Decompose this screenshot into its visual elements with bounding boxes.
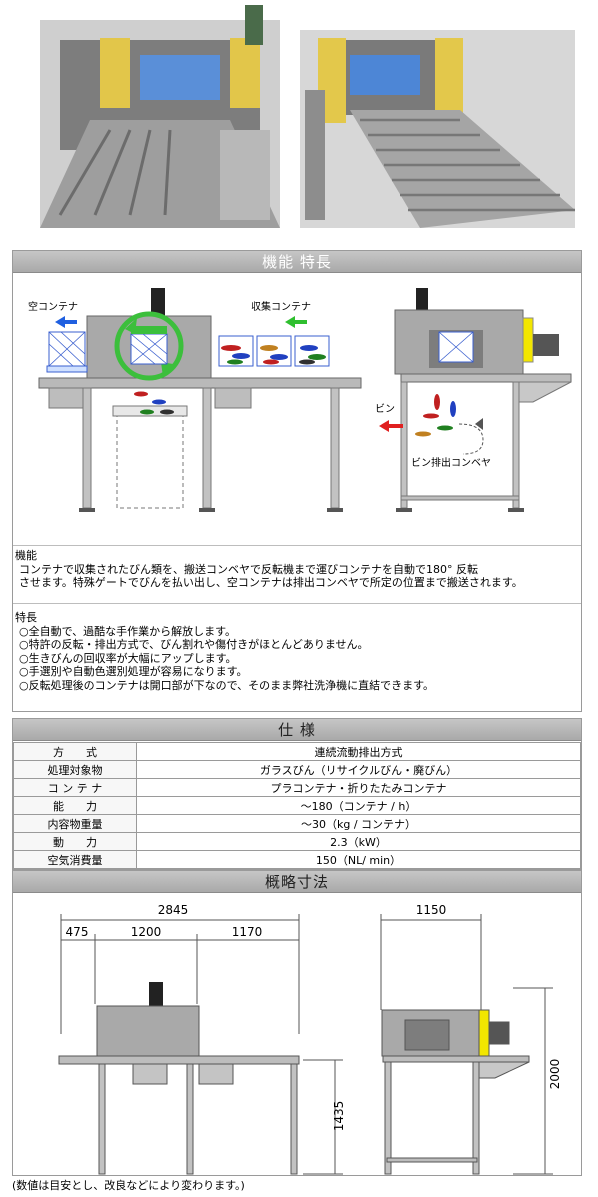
label-empty-container: 空コンテナ bbox=[28, 300, 78, 313]
feature-item: ○手選別や自動色選別処理が容易になります。 bbox=[19, 665, 248, 678]
dim-seg1: 475 bbox=[66, 925, 89, 939]
collected-containers bbox=[218, 335, 330, 367]
specs-title: 仕 様 bbox=[13, 719, 581, 741]
machine-photos bbox=[40, 5, 575, 228]
dim-total-length: 2845 bbox=[158, 903, 189, 917]
machine-front-view: 空コンテナ 収集コンテナ bbox=[28, 288, 362, 512]
features-section: 機能 特長 bbox=[12, 250, 582, 712]
features-heading: 特長 bbox=[15, 611, 37, 624]
table-row: コ ン テ ナプラコンテナ・折りたたみコンテナ bbox=[13, 778, 581, 797]
function-block: 機能 コンテナで収集されたびん類を、搬送コンベヤで反転機まで運びコンテナを自動で… bbox=[15, 549, 581, 590]
function-heading: 機能 bbox=[15, 549, 37, 562]
table-row: 内容物重量〜30（kg / コンテナ） bbox=[13, 814, 581, 833]
features-block: 特長 ○全自動で、過酷な手作業から解放します。 ○特許の反転・排出方式で、びん割… bbox=[15, 611, 581, 692]
machine-side-view: ビン ビン排出コンベヤ bbox=[375, 288, 572, 512]
dim-seg3: 1170 bbox=[232, 925, 263, 939]
dimension-drawing: 2845 475 1200 1170 1435 1150 2000 bbox=[58, 903, 562, 1175]
function-line-1: コンテナで収集されたびん類を、搬送コンベヤで反転機まで運びコンテナを自動で180… bbox=[19, 562, 478, 576]
dim-height-conveyor: 1435 bbox=[332, 1101, 346, 1132]
spec-table: 方 式連続流動排出方式 処理対象物ガラスびん（リサイクルびん・廃びん） コ ン … bbox=[13, 742, 581, 869]
function-line-2: させます。特殊ゲートでびんを払い出し、空コンテナは排出コンベヤで所定の位置まで搬… bbox=[19, 576, 523, 589]
photo-left bbox=[40, 5, 280, 228]
label-bin: ビン bbox=[375, 403, 395, 415]
process-diagram: 空コンテナ 収集コンテナ bbox=[28, 288, 572, 512]
table-row: 能 力〜180（コンテナ / h） bbox=[13, 796, 581, 815]
photo-right bbox=[300, 30, 575, 228]
divider bbox=[13, 545, 581, 546]
table-row: 処理対象物ガラスびん（リサイクルびん・廃びん） bbox=[13, 760, 581, 779]
features-title: 機能 特長 bbox=[13, 251, 581, 273]
label-bin-discharge: ビン排出コンベヤ bbox=[411, 456, 491, 469]
divider bbox=[13, 603, 581, 604]
dimension-side-view bbox=[380, 914, 553, 1175]
feature-item: ○反転処理後のコンテナは開口部が下なので、そのまま弊社洗浄機に直結できます。 bbox=[19, 678, 435, 692]
feature-item: ○生きびんの回収率が大幅にアップします。 bbox=[19, 651, 237, 665]
feature-item: ○特許の反転・排出方式で、びん割れや傷付きがほとんどありません。 bbox=[19, 638, 369, 651]
disclaimer-note: (数値は目安とし、改良などにより変わります。) bbox=[12, 1179, 245, 1192]
arrow-left-red-icon bbox=[379, 420, 403, 432]
arrow-left-green-icon bbox=[285, 316, 307, 328]
dimensions-title: 概略寸法 bbox=[13, 871, 581, 893]
dimension-front-view bbox=[58, 914, 343, 1175]
table-row: 方 式連続流動排出方式 bbox=[13, 742, 581, 761]
arrow-left-blue-icon bbox=[55, 316, 77, 328]
dim-seg2: 1200 bbox=[131, 925, 162, 939]
dimensions-section: 概略寸法 2845 475 1200 1170 1435 bbox=[12, 870, 582, 1176]
dim-height-total: 2000 bbox=[548, 1059, 562, 1090]
feature-item: ○全自動で、過酷な手作業から解放します。 bbox=[19, 624, 237, 638]
dim-width: 1150 bbox=[416, 903, 447, 917]
label-collected-container: 収集コンテナ bbox=[251, 300, 311, 313]
specs-section: 仕 様 方 式連続流動排出方式 処理対象物ガラスびん（リサイクルびん・廃びん） … bbox=[12, 718, 582, 870]
